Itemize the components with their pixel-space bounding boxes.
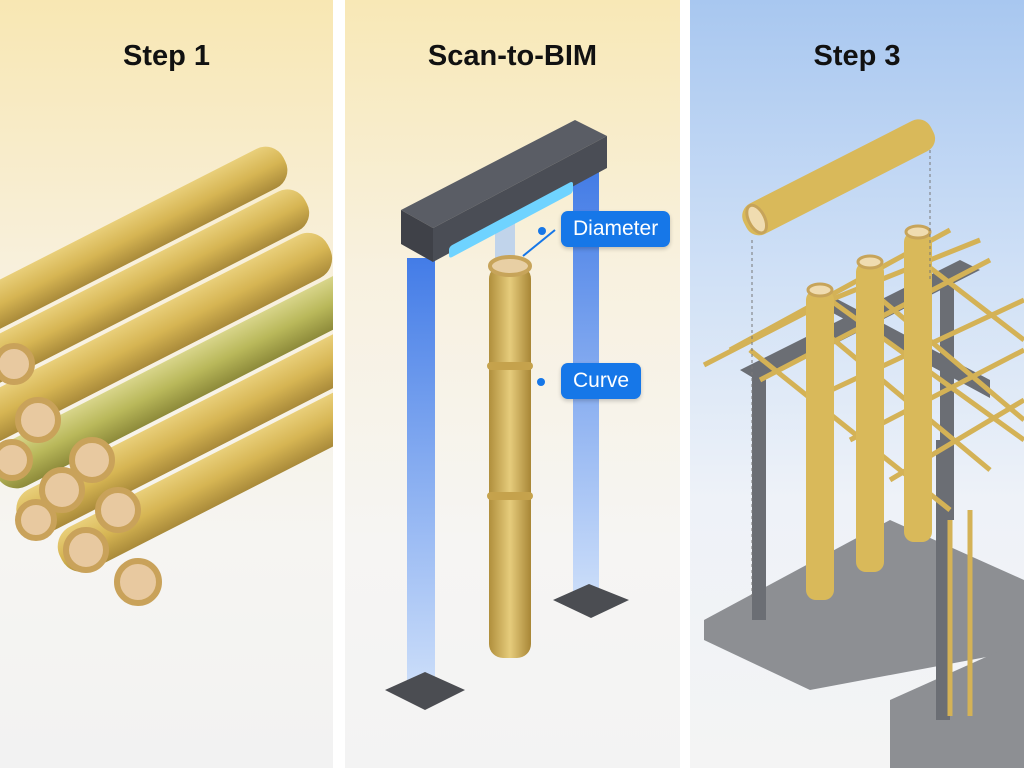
diameter-label: Diameter: [561, 211, 671, 247]
curve-label: Curve: [561, 363, 642, 399]
bamboo-stack-illustration: [0, 146, 333, 606]
scan-to-bim-title: Scan-to-BIM: [427, 40, 598, 72]
bamboo-structure-illustration: [702, 119, 1024, 768]
scan-to-bim-panel: Scan-to-BIM Diameter Curve: [345, 0, 680, 768]
step-3-title: Step 3: [813, 40, 901, 72]
step-1-title: Step 1: [122, 40, 211, 72]
step-3-panel: Step 3: [690, 0, 1024, 768]
step-1-panel: Step 1: [0, 0, 333, 768]
